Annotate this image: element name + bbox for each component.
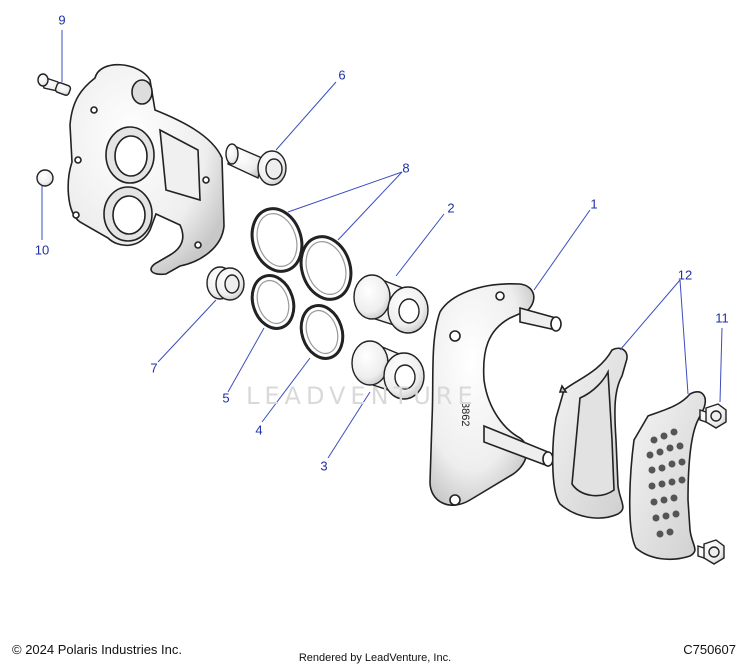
- brake-pad-front[interactable]: [551, 347, 628, 519]
- brake-pad-rear[interactable]: [628, 391, 706, 561]
- callout-1[interactable]: 1: [590, 196, 598, 212]
- mounting-bolt-lower[interactable]: [697, 539, 725, 565]
- copyright-text: © 2024 Polaris Industries Inc.: [12, 642, 182, 657]
- caliper-housing[interactable]: [67, 63, 225, 276]
- callout-3[interactable]: 3: [320, 458, 328, 474]
- callout-8[interactable]: 8: [402, 160, 410, 176]
- callout-6[interactable]: 6: [338, 67, 346, 83]
- callout-10[interactable]: 10: [34, 242, 50, 258]
- leader-lines: [41, 30, 723, 459]
- leadventure-watermark: LEADVENTURE: [246, 382, 478, 410]
- piston-lower[interactable]: [351, 340, 425, 400]
- callout-4[interactable]: 4: [255, 422, 263, 438]
- piston-seal-large[interactable]: [244, 202, 358, 306]
- bleeder-cap[interactable]: [36, 169, 54, 187]
- dust-seal-5[interactable]: [246, 270, 301, 334]
- dust-seal-4[interactable]: [295, 300, 350, 364]
- slide-pin[interactable]: [225, 143, 287, 186]
- piston-seal-inner[interactable]: [251, 208, 353, 299]
- callout-5[interactable]: 5: [222, 390, 230, 406]
- caliper-bracket[interactable]: 3862: [429, 283, 562, 506]
- bleeder-screw[interactable]: [37, 73, 72, 96]
- diagram-code: C750607: [683, 642, 736, 657]
- callout-11[interactable]: 11: [715, 310, 729, 326]
- callout-2[interactable]: 2: [447, 200, 455, 216]
- bracket-stamp: 3862: [459, 402, 471, 426]
- piston-upper[interactable]: [353, 274, 429, 334]
- rendered-by-text: Rendered by LeadVenture, Inc.: [298, 652, 452, 664]
- mounting-bolt-upper[interactable]: [699, 403, 727, 429]
- callout-9[interactable]: 9: [58, 12, 66, 28]
- callout-7[interactable]: 7: [150, 360, 158, 376]
- pin-boot[interactable]: [206, 266, 245, 301]
- callout-12[interactable]: 12: [677, 267, 693, 283]
